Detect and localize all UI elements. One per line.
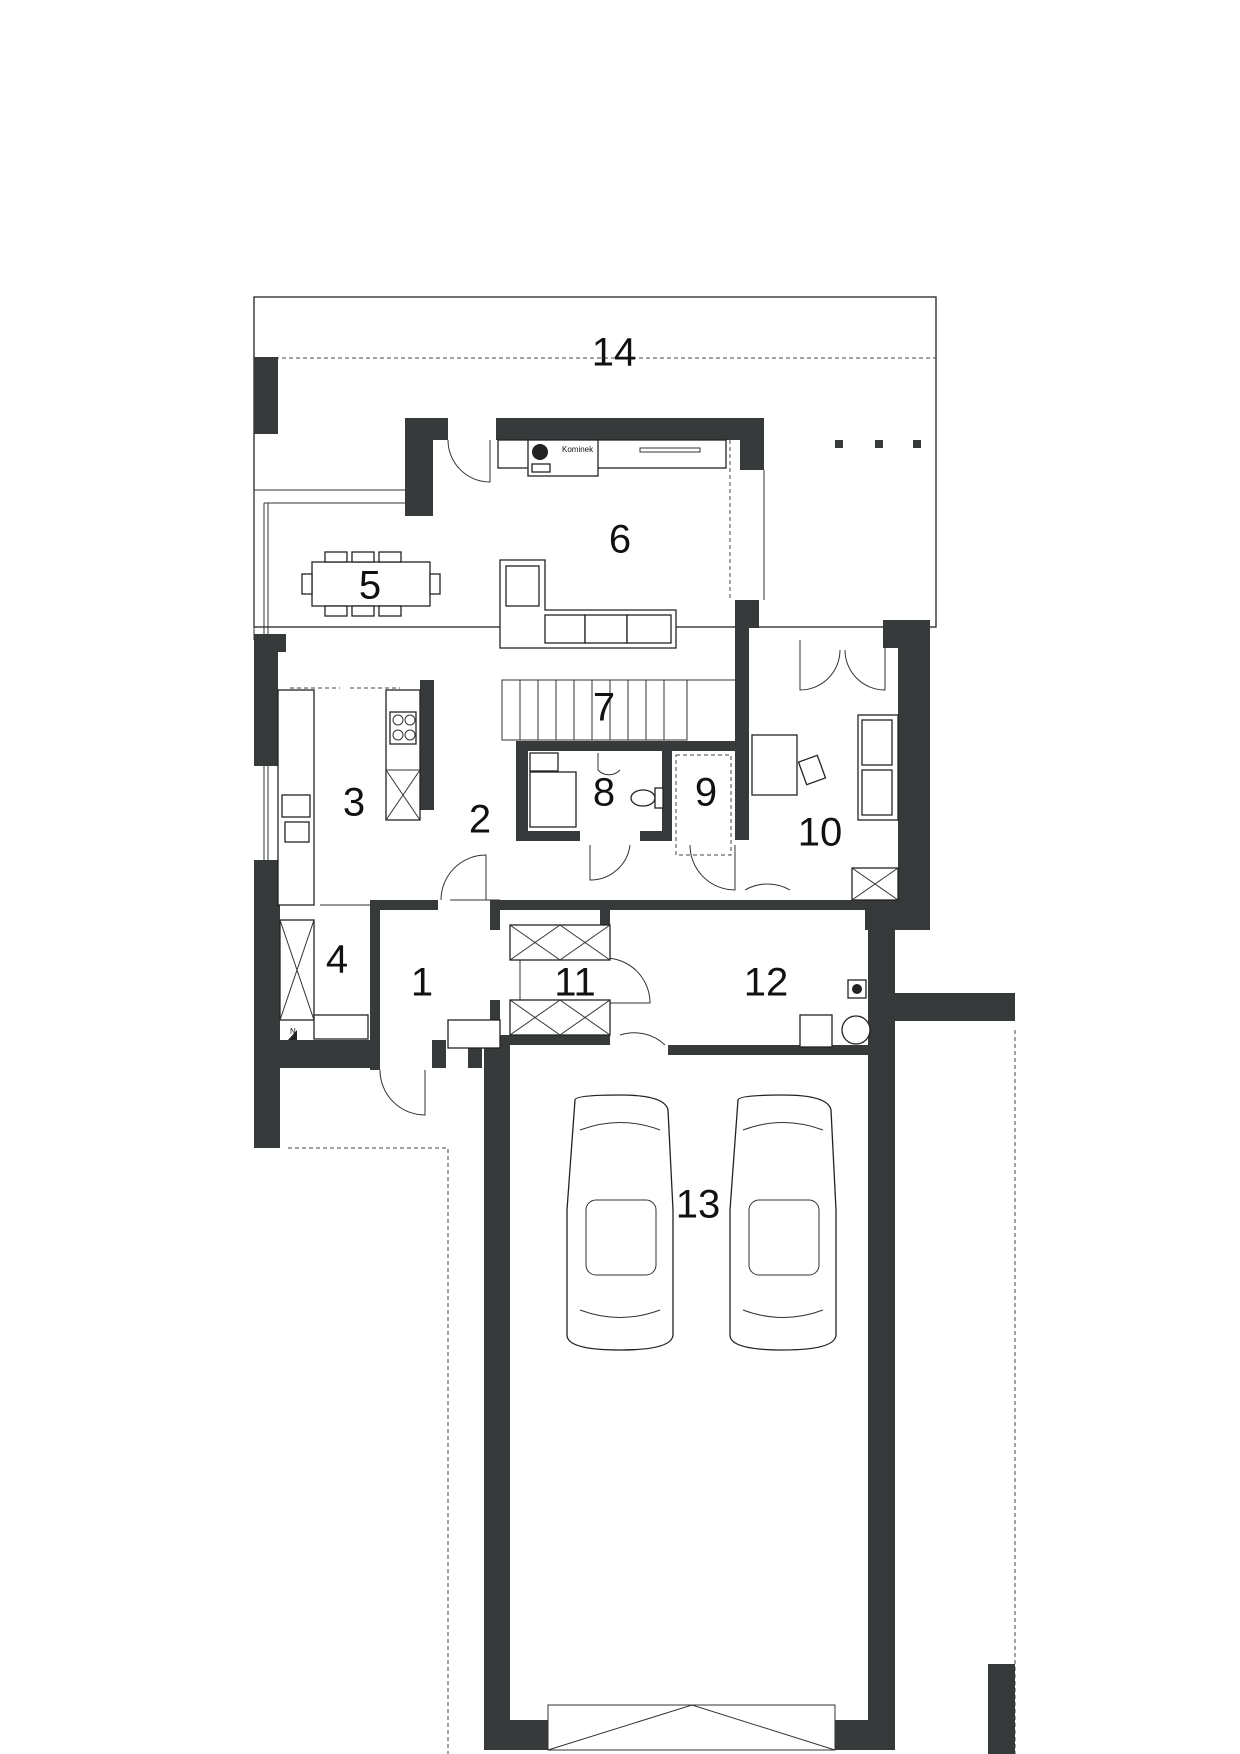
storage-11 (509, 924, 611, 1036)
walls (254, 357, 1015, 1754)
fireplace: Kominek (497, 439, 727, 477)
dining-table (301, 551, 441, 617)
room-label-5: 5 (359, 564, 381, 608)
room-label-6: 6 (609, 518, 631, 562)
room-label-2: 2 (469, 798, 491, 842)
wc-fixtures (529, 752, 664, 828)
doors (379, 439, 886, 1116)
north-label: N (290, 1027, 296, 1036)
car-right (729, 1094, 837, 1351)
windows (263, 440, 765, 860)
room-label-12: 12 (744, 961, 789, 1005)
room-label-10: 10 (798, 811, 843, 855)
room-label-7: 7 (593, 686, 615, 730)
north-marker: N (288, 1027, 297, 1040)
room-label-4: 4 (326, 938, 348, 982)
room-label-9: 9 (695, 771, 717, 815)
wardrobe-4 (279, 919, 369, 1040)
room-label-3: 3 (343, 781, 365, 825)
garage-door (547, 1704, 836, 1751)
room-label-11: 11 (554, 961, 596, 1005)
room-label-1: 1 (411, 961, 433, 1005)
kitchen-counters (277, 687, 421, 906)
post-marker (875, 440, 883, 448)
post-marker (913, 440, 921, 448)
room-label-8: 8 (593, 771, 615, 815)
room-labels: 1 2 3 4 5 6 7 8 9 10 11 12 13 14 (326, 331, 842, 1227)
stairs (501, 679, 735, 741)
fireplace-label: Kominek (562, 445, 594, 454)
room-label-13: 13 (676, 1183, 721, 1227)
sofa (499, 559, 677, 649)
room-label-14: 14 (592, 331, 637, 375)
hall-bench (447, 899, 501, 1049)
utility-fixtures (799, 979, 871, 1048)
car-left (566, 1094, 674, 1351)
closet-9 (675, 754, 732, 856)
post-marker (835, 440, 843, 448)
office-furniture (751, 714, 899, 901)
